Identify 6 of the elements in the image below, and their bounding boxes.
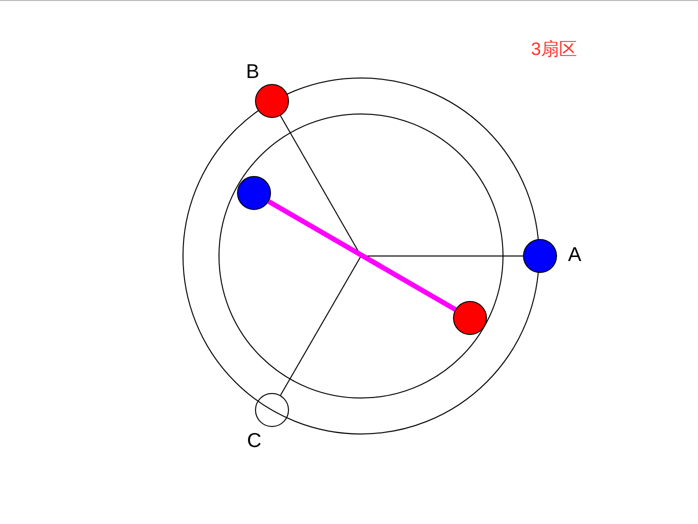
- connector-line: [267, 199, 457, 312]
- sector-note: 3扇区: [531, 38, 578, 60]
- point-label: B: [246, 61, 260, 83]
- connector-line: [280, 256, 362, 396]
- point-label: A: [568, 244, 582, 266]
- point-label: C: [247, 430, 262, 452]
